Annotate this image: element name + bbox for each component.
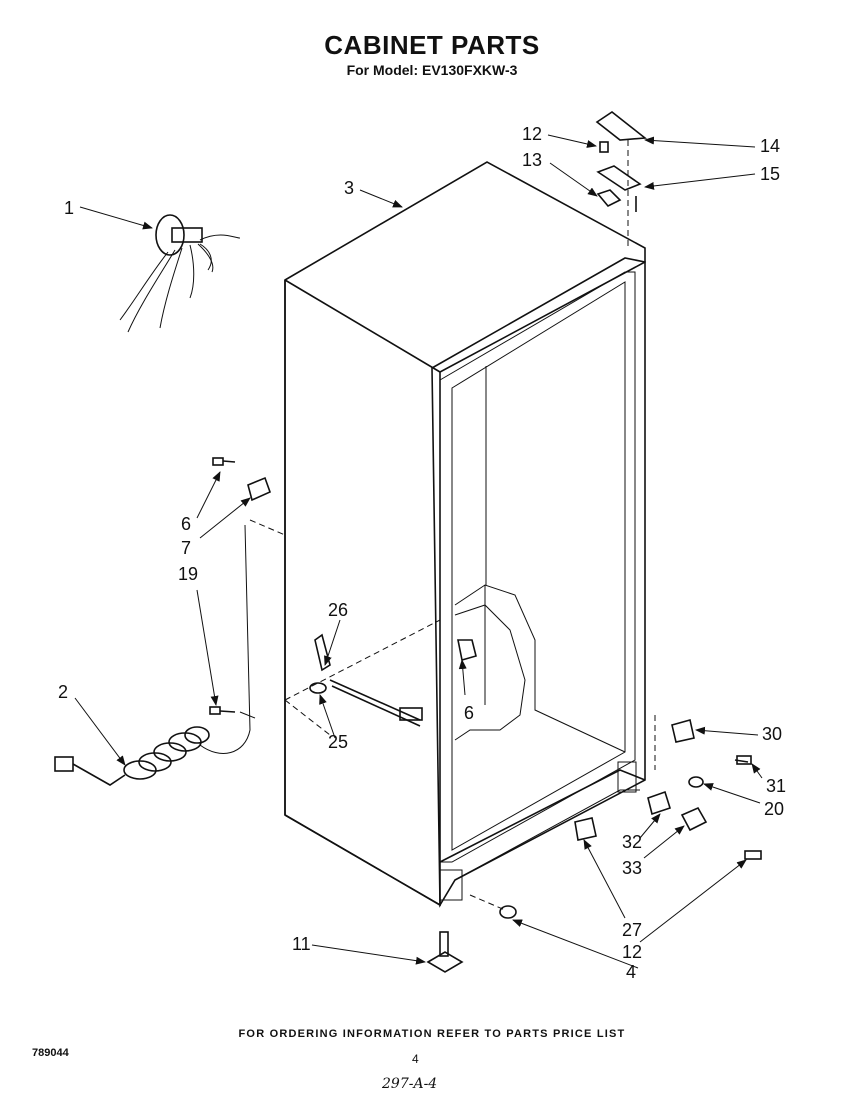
screw-clip-parts (209, 457, 272, 719)
callout-33: 33 (622, 858, 642, 878)
callout-9: 9 (464, 702, 474, 722)
callout-13: 13 (522, 150, 542, 170)
cabinet-shell (249, 140, 656, 911)
callout-31: 31 (766, 776, 786, 796)
callout-19: 19 (178, 564, 198, 584)
page-number: 4 (412, 1052, 419, 1066)
bottom-hinge-parts (426, 719, 762, 973)
callout-12-top: 12 (522, 124, 542, 144)
callout-14: 14 (760, 136, 780, 156)
power-cord-part (54, 524, 251, 786)
callout-7: 7 (181, 538, 191, 558)
callout-26: 26 (328, 600, 348, 620)
document-number: 789044 (32, 1047, 69, 1059)
handwritten-note: 297-A-4 (382, 1076, 438, 1092)
drain-tube-part (309, 633, 423, 727)
callout-12-bottom: 12 (622, 942, 642, 962)
callout-32: 32 (622, 832, 642, 852)
callout-11: 11 (292, 934, 311, 954)
callout-25: 25 (328, 732, 348, 752)
callout-6: 6 (181, 514, 191, 534)
callout-30: 30 (762, 724, 782, 744)
callout-1: 1 (64, 198, 74, 218)
wiring-harness-part (119, 214, 241, 333)
callout-2: 2 (58, 682, 68, 702)
callout-labels: 1 2 3 4 6 7 9 11 12 12 13 14 15 19 20 25… (58, 124, 786, 982)
callout-27: 27 (622, 920, 642, 940)
compartment-bracket-part (457, 639, 477, 662)
callout-3: 3 (344, 178, 354, 198)
callout-4: 4 (626, 962, 636, 982)
ordering-info: FOR ORDERING INFORMATION REFER TO PARTS … (238, 1028, 626, 1040)
model-subtitle: For Model: EV130FXKW-3 (346, 62, 518, 78)
leader-lines (74, 134, 763, 969)
callout-15: 15 (760, 164, 780, 184)
page-title: CABINET PARTS (324, 30, 540, 60)
callout-20: 20 (764, 799, 784, 819)
top-hinge-parts (595, 111, 648, 212)
